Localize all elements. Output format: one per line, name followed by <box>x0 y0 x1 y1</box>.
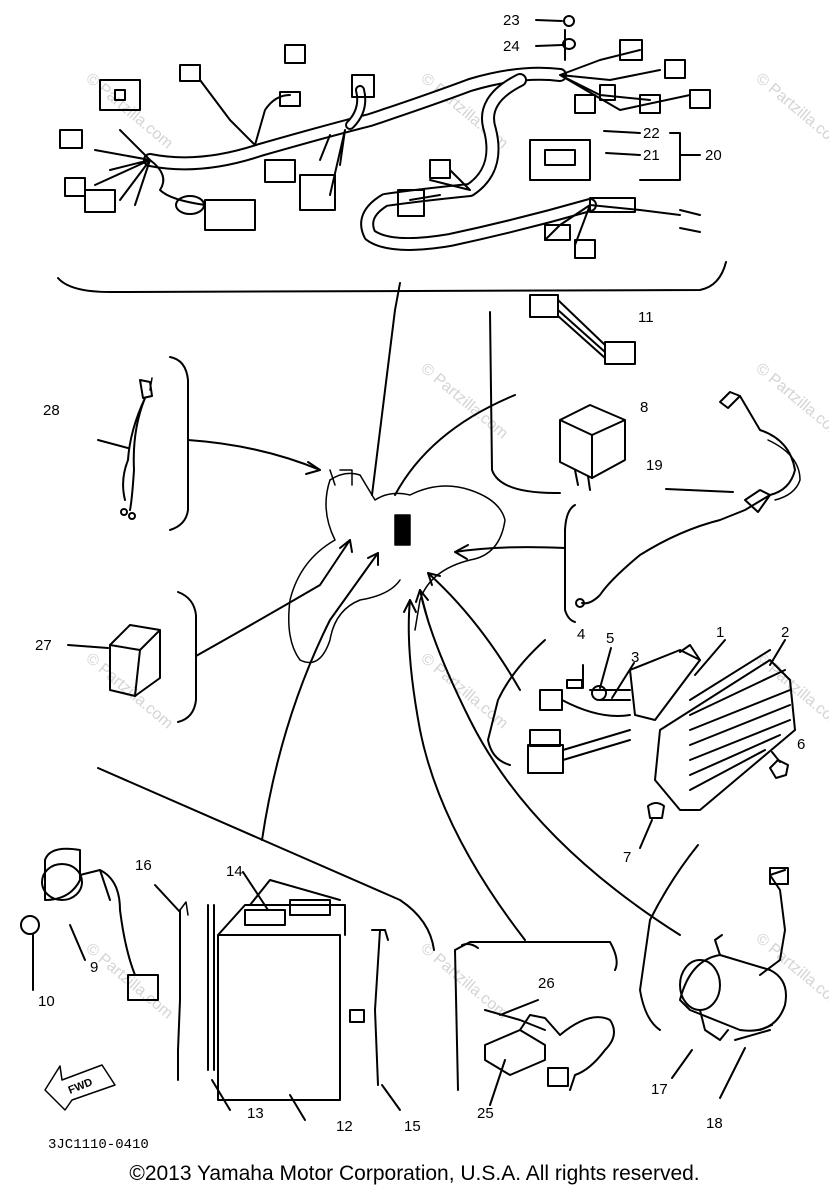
label-3: 3 <box>631 649 639 666</box>
label-13: 13 <box>247 1105 264 1122</box>
label-7: 7 <box>623 849 631 866</box>
arrow-27 <box>195 539 351 657</box>
part-25-switch <box>484 1014 615 1091</box>
label-14: 14 <box>226 863 243 880</box>
arrow-19 <box>454 546 566 553</box>
label-28: 28 <box>43 402 60 419</box>
label-23: 23 <box>503 12 520 29</box>
part-12-battery <box>217 879 346 1101</box>
harness-group-bracket <box>57 261 727 293</box>
part-labels: 23 24 22 21 20 11 8 19 28 27 1 2 4 5 3 6… <box>35 12 805 1153</box>
arrow-28 <box>187 439 321 471</box>
label-11: 11 <box>638 309 654 326</box>
drawing-code: 3JC1110-0410 <box>48 1137 149 1153</box>
fwd-arrow <box>44 1064 116 1111</box>
watermark: © Partzilla.com <box>417 940 511 1022</box>
label-4: 4 <box>577 626 585 643</box>
arrow-11-8 <box>394 394 516 496</box>
label-9: 9 <box>90 959 98 976</box>
arrow-battery <box>261 552 379 841</box>
label-26: 26 <box>538 975 555 992</box>
part-9-sensor <box>41 847 159 1001</box>
part-10-nut <box>20 915 40 935</box>
main-wire-harness <box>59 29 711 259</box>
label-19: 19 <box>646 457 663 474</box>
arrow-1-2 <box>427 572 521 691</box>
label-18: 18 <box>706 1115 723 1132</box>
watermark: © Partzilla.com <box>417 650 511 732</box>
part-1-2-regulator <box>629 644 796 811</box>
part-16-cable <box>177 909 181 1081</box>
watermark: © Partzilla.com <box>752 70 829 152</box>
label-1: 1 <box>716 624 724 641</box>
part-8-relay <box>559 404 626 491</box>
watermark: © Partzilla.com <box>82 650 176 732</box>
part-28-wire <box>120 377 153 520</box>
label-25: 25 <box>477 1105 494 1122</box>
label-10: 10 <box>38 993 55 1010</box>
copyright-notice: ©2013 Yamaha Motor Corporation, U.S.A. A… <box>129 1162 700 1185</box>
label-6: 6 <box>797 736 805 753</box>
label-20: 20 <box>705 147 722 164</box>
part-11-connector <box>529 294 636 365</box>
label-16: 16 <box>135 857 152 874</box>
label-8: 8 <box>640 399 648 416</box>
washer-24 <box>562 38 576 50</box>
arrow-17 <box>419 589 681 936</box>
part-15-cable <box>374 929 381 1086</box>
label-17: 17 <box>651 1081 668 1098</box>
label-27: 27 <box>35 637 52 654</box>
label-12: 12 <box>336 1118 353 1135</box>
arrow-25 <box>407 599 526 941</box>
label-15: 15 <box>404 1118 421 1135</box>
label-5: 5 <box>606 630 614 647</box>
part-27-relay <box>109 624 161 697</box>
label-22: 22 <box>643 125 660 142</box>
part-19-sensor <box>575 391 801 608</box>
nut-23 <box>563 15 575 27</box>
label-24: 24 <box>503 38 520 55</box>
frame-outline <box>288 469 506 664</box>
watermark: © Partzilla.com <box>752 360 829 442</box>
watermark: © Partzilla.com <box>82 940 176 1022</box>
label-2: 2 <box>781 624 789 641</box>
watermark: © Partzilla.com <box>417 360 511 442</box>
label-21: 21 <box>643 147 660 164</box>
